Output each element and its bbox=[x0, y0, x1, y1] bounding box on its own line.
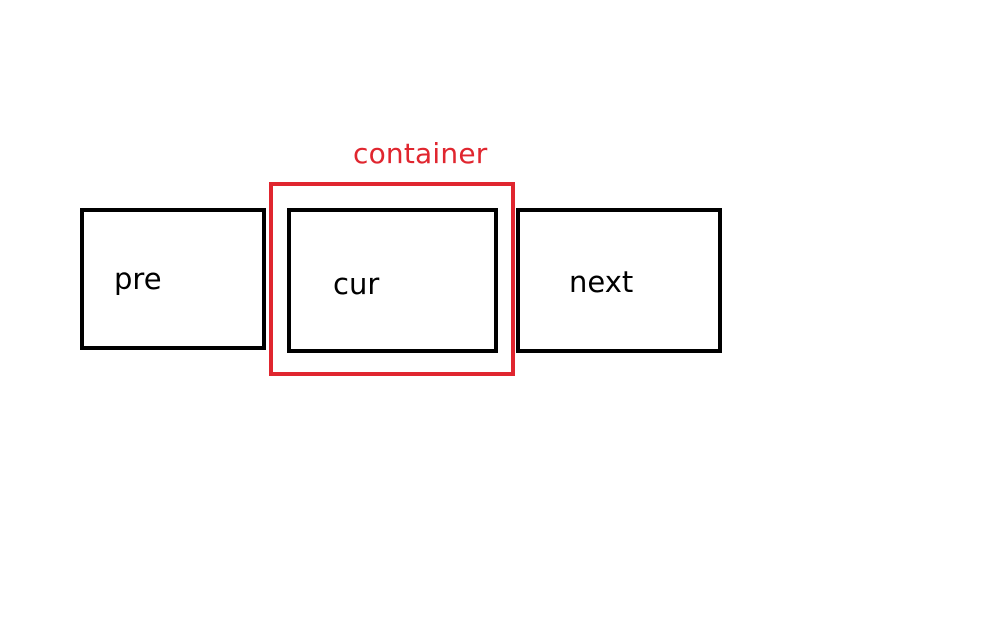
cur-label: cur bbox=[333, 267, 380, 301]
pre-label: pre bbox=[114, 262, 162, 296]
cur-box bbox=[287, 208, 498, 353]
container-label: container bbox=[353, 137, 488, 170]
container-frame bbox=[269, 182, 515, 376]
next-box bbox=[516, 208, 722, 353]
next-label: next bbox=[569, 265, 634, 299]
pre-box bbox=[80, 208, 266, 350]
